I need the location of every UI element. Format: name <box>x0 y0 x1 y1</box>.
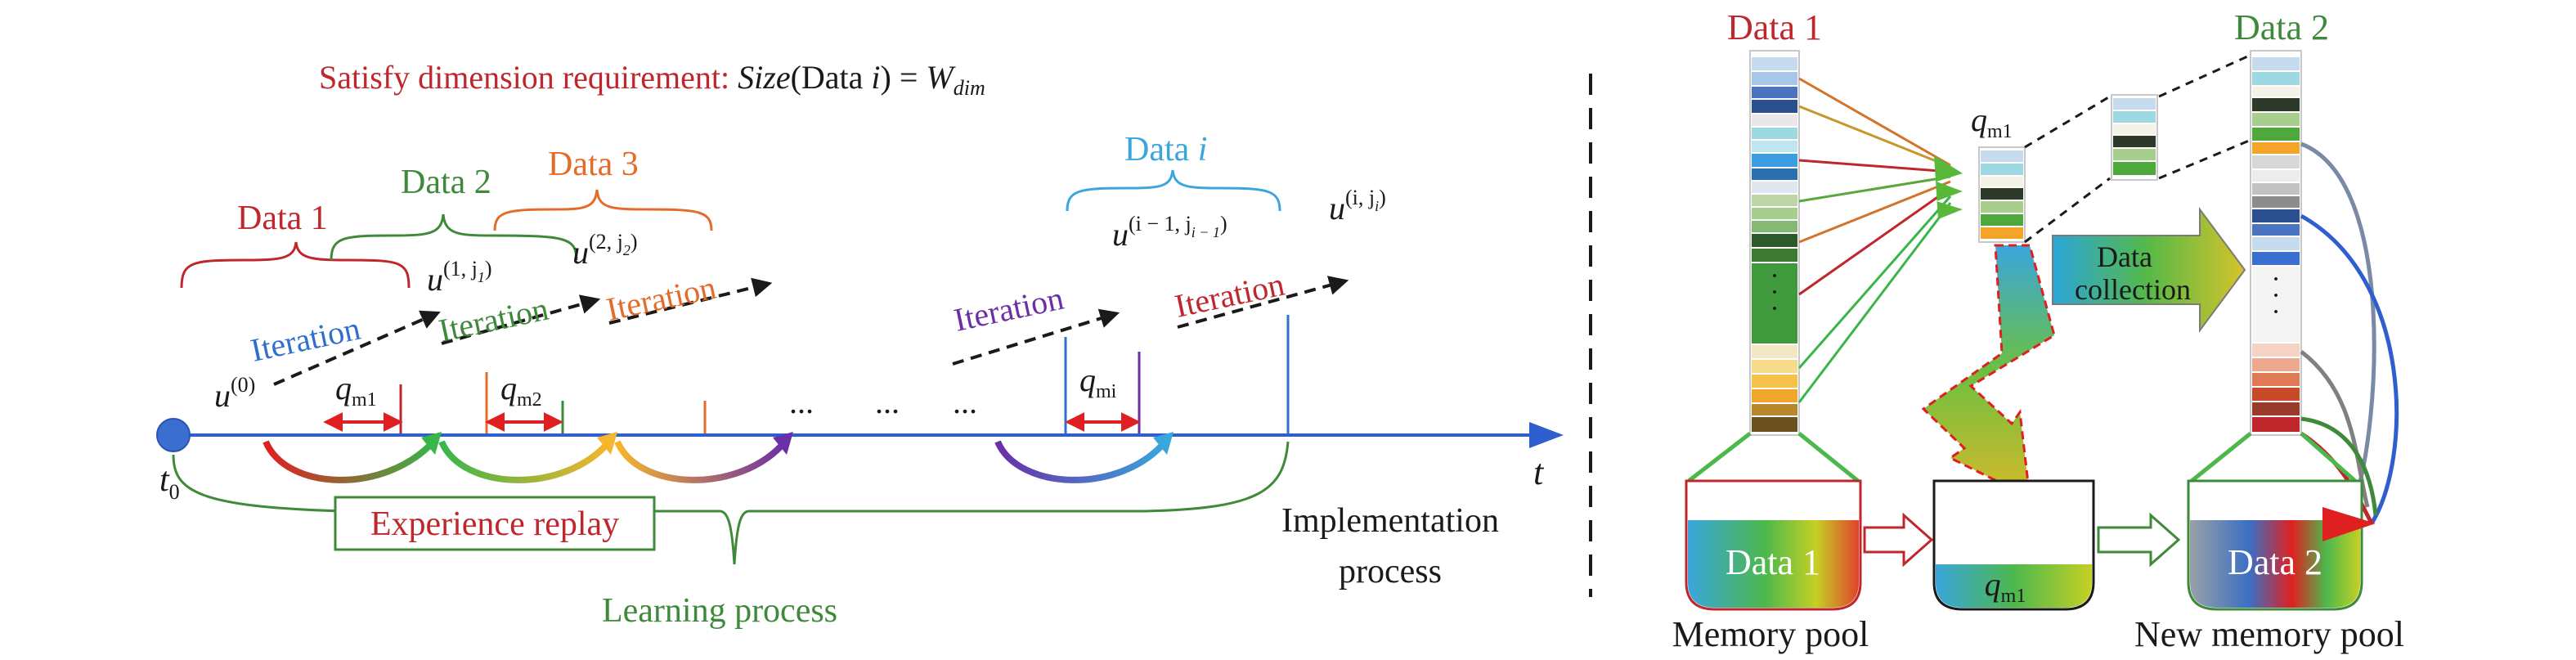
svg-text:·: · <box>1770 277 1779 308</box>
sampling-lines <box>1797 77 1952 403</box>
replay-arc-4 <box>994 439 1169 483</box>
new-memory-pool-fill <box>2190 520 2360 608</box>
learning-process-label: Learning process <box>602 592 837 630</box>
replay-arc-1 <box>263 439 436 483</box>
svg-text:·: · <box>2271 297 2280 327</box>
data1-label: Data 1 <box>237 200 328 237</box>
u-i-label: u(i, ji) <box>1329 186 1386 227</box>
temp-pool-fill <box>1936 564 2092 608</box>
requirement-title: Satisfy dimension requirement: Size(Data… <box>319 59 985 100</box>
right-data1-title: Data 1 <box>1727 7 1822 47</box>
data1-funnel <box>1687 432 1860 483</box>
data-collection-label-1: Data <box>2097 240 2152 273</box>
replay-arc-2-head <box>597 432 617 455</box>
right-data2-title: Data 2 <box>2234 7 2329 47</box>
u-i-minus-1-label: u(i − 1, ji − 1) <box>1112 212 1227 253</box>
data1-column: · · · <box>1749 50 1800 436</box>
pool1-to-temp-arrow <box>1863 512 1934 568</box>
datai-label: Data i <box>1124 131 1207 168</box>
u-1-label: u(1, j1) <box>427 257 492 298</box>
iteration-arrow-1 <box>273 310 441 386</box>
datai-brace <box>1066 169 1281 212</box>
data2-label: Data 2 <box>401 164 491 201</box>
iteration-arrow-2 <box>441 294 601 345</box>
replay-arc-1-head <box>421 432 442 455</box>
qm1-column <box>1978 146 2026 243</box>
iteration-label-4: Iteration <box>951 280 1067 339</box>
implementation-label-1: Implementation <box>1281 502 1499 540</box>
ellipsis-3: ... <box>953 384 977 420</box>
svg-text:·: · <box>2271 264 2280 294</box>
sampling-arrowheads <box>1934 155 1963 219</box>
pool-feed-curve-2 <box>2300 213 2399 525</box>
q-m2-label: qm2 <box>500 370 542 411</box>
projection-line-1 <box>2024 95 2111 149</box>
implementation-label-2: process <box>1339 553 1442 590</box>
data1-brace <box>180 241 411 289</box>
replay-arc-3-head <box>773 432 793 455</box>
memory-pool-data-label: Data 1 <box>1726 542 1820 582</box>
t0-label: t0 <box>159 461 180 504</box>
projection-line-2 <box>2024 177 2111 244</box>
q-mi-label: qmi <box>1079 361 1117 402</box>
data-collection-arrow <box>2052 206 2246 334</box>
temp-pool-label: qm1 <box>1985 566 2026 607</box>
data3-brace <box>493 189 713 231</box>
iteration-arrow-5 <box>1177 276 1349 329</box>
projection-line-3 <box>2158 52 2254 98</box>
new-memory-pool-data-label: Data 2 <box>2228 542 2322 582</box>
learning-process-brace <box>172 441 1290 565</box>
iteration-arrow-4 <box>952 308 1120 366</box>
pool-feed-curve-1 <box>2300 141 2376 500</box>
start-point <box>156 418 191 452</box>
data2-funnel <box>2190 432 2357 483</box>
new-memory-pool-red-arrow <box>2322 507 2376 541</box>
svg-text:·: · <box>1770 294 1779 324</box>
iteration-label-5: Iteration <box>1172 266 1288 325</box>
data2-brace <box>330 213 578 261</box>
experience-replay-box <box>334 496 656 551</box>
transfer-down-arrow <box>1921 244 2056 500</box>
iteration-label-3: Iteration <box>604 269 720 328</box>
ellipsis-1: ... <box>789 384 814 420</box>
replay-arc-4-head <box>1153 432 1174 455</box>
ellipsis-2: ... <box>875 384 900 420</box>
q-m1-label: qm1 <box>335 370 377 411</box>
experience-replay-label: Experience replay <box>370 505 619 543</box>
memory-pool-fill <box>1688 520 1859 608</box>
temp-to-pool2-arrow <box>2097 512 2181 568</box>
qm1-column-label: qm1 <box>1971 101 2013 142</box>
iteration-label-1: Iteration <box>248 310 364 369</box>
t-axis-label: t <box>1533 452 1545 492</box>
pool-feed-curve-3 <box>2300 350 2370 508</box>
u-0-label: u(0) <box>214 373 255 414</box>
qm1-copy-column <box>2111 94 2158 181</box>
svg-text:·: · <box>1770 261 1779 291</box>
svg-text:·: · <box>2271 281 2280 311</box>
replay-arc-3 <box>614 439 788 483</box>
projection-line-4 <box>2158 137 2254 180</box>
u-2-label: u(2, j2) <box>572 230 638 271</box>
data3-label: Data 3 <box>548 146 639 183</box>
iteration-arrow-3 <box>608 277 773 325</box>
time-axis-arrowhead <box>1529 422 1564 448</box>
memory-pool-caption: Memory pool <box>1672 614 1869 654</box>
iteration-label-2: Iteration <box>436 290 552 349</box>
data-collection-label-2: collection <box>2075 273 2191 306</box>
pool-feed-curve-4 <box>2300 416 2378 516</box>
replay-arc-2 <box>438 439 613 483</box>
data2-column: · · · <box>2250 50 2302 436</box>
new-memory-pool-caption: New memory pool <box>2134 614 2404 654</box>
